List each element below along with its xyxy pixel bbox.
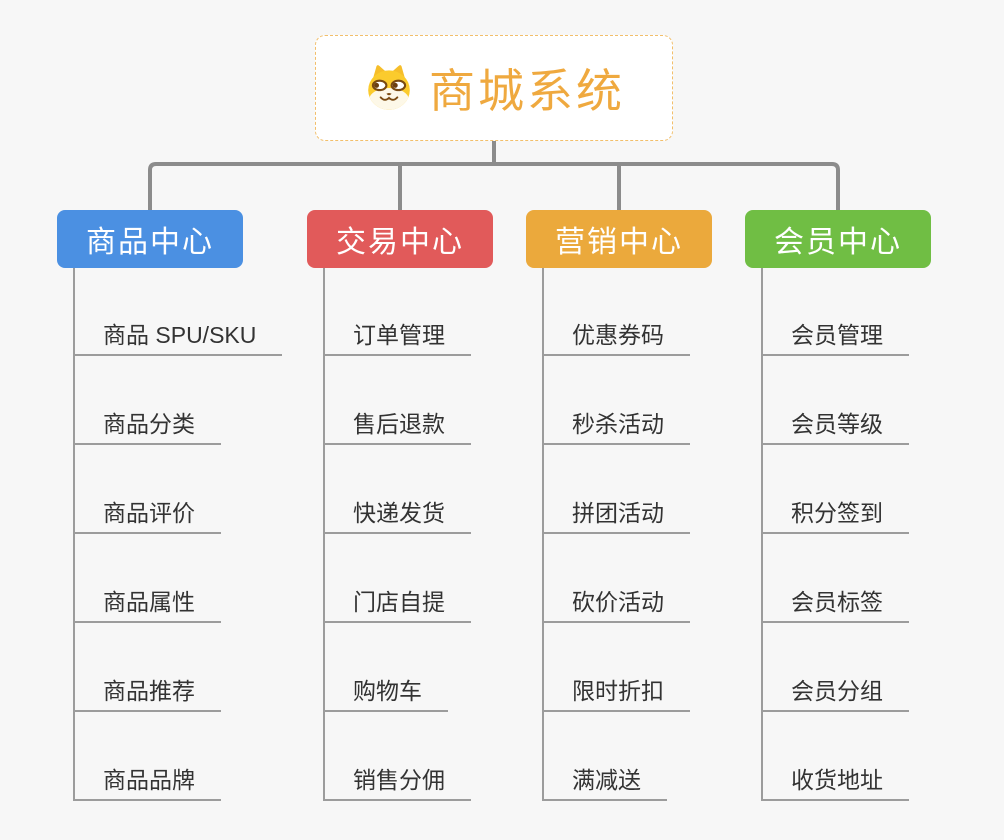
branch-node-member-center[interactable]: 会员中心	[745, 210, 931, 268]
child-node[interactable]: 砍价活动	[542, 577, 690, 623]
branch-node-product-center[interactable]: 商品中心	[57, 210, 243, 268]
child-node[interactable]: 商品 SPU/SKU	[73, 310, 283, 356]
child-node[interactable]: 商品属性	[73, 577, 221, 623]
child-node[interactable]: 收货地址	[761, 755, 909, 801]
child-node[interactable]: 销售分佣	[323, 755, 471, 801]
shiba-dog-icon	[363, 64, 415, 112]
child-node[interactable]: 会员分组	[761, 666, 909, 712]
child-node[interactable]: 售后退款	[323, 399, 471, 445]
child-node[interactable]: 会员等级	[761, 399, 909, 445]
child-node[interactable]: 商品品牌	[73, 755, 221, 801]
child-node[interactable]: 秒杀活动	[542, 399, 690, 445]
child-node[interactable]: 门店自提	[323, 577, 471, 623]
child-node[interactable]: 限时折扣	[542, 666, 690, 712]
child-node[interactable]: 商品评价	[73, 488, 221, 534]
child-node[interactable]: 订单管理	[323, 310, 471, 356]
branch-node-marketing-center[interactable]: 营销中心	[526, 210, 712, 268]
child-node[interactable]: 会员管理	[761, 310, 909, 356]
child-node[interactable]: 商品分类	[73, 399, 221, 445]
child-node[interactable]: 满减送	[542, 755, 667, 801]
root-title: 商城系统	[429, 65, 625, 117]
child-node[interactable]: 快递发货	[323, 488, 471, 534]
child-node[interactable]: 商品推荐	[73, 666, 221, 712]
root-node[interactable]: 商城系统	[315, 35, 673, 141]
child-node[interactable]: 购物车	[323, 666, 448, 712]
branch-node-trade-center[interactable]: 交易中心	[307, 210, 493, 268]
child-node[interactable]: 会员标签	[761, 577, 909, 623]
child-node[interactable]: 优惠券码	[542, 310, 690, 356]
child-node[interactable]: 积分签到	[761, 488, 909, 534]
child-node[interactable]: 拼团活动	[542, 488, 690, 534]
